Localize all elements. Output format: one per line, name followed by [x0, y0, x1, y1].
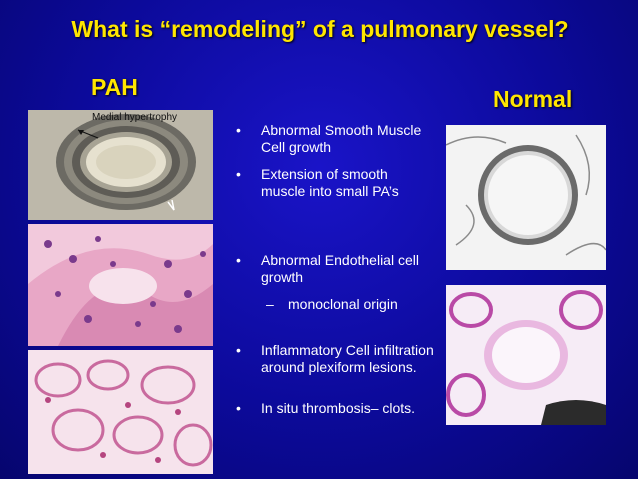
bullet-text: Abnormal Smooth Muscle Cell growth: [261, 122, 422, 155]
normal-lung-image: [446, 285, 606, 425]
bullet-glyph: •: [236, 400, 241, 416]
slide-title: What is “remodeling” of a pulmonary vess…: [71, 16, 569, 42]
normal-label: Normal: [493, 86, 573, 112]
bullet-glyph: •: [236, 252, 241, 268]
dash-glyph: –: [266, 296, 274, 312]
pah-label: PAH: [91, 74, 138, 100]
medial-hypertrophy-label: Medial hypertrophy: [92, 112, 178, 123]
sub-bullet-text: monoclonal origin: [288, 296, 398, 312]
bullet-glyph: •: [236, 122, 241, 138]
bullet-text: In situ thrombosis– clots.: [261, 400, 416, 416]
bullet-glyph: •: [236, 342, 241, 358]
bullet-text: Inflammatory Cell infiltration around pl…: [261, 342, 434, 375]
pah-plexiform-image: [28, 350, 213, 474]
normal-vessel-image: [446, 125, 606, 270]
pah-endothelial-image: [28, 224, 213, 346]
bullet-text: Abnormal Endothelial cell growth: [261, 252, 419, 285]
bullet-text: Extension of smooth muscle into small PA…: [261, 166, 399, 199]
bullet-glyph: •: [236, 166, 241, 182]
pah-medial-hypertrophy-image: [28, 110, 213, 220]
